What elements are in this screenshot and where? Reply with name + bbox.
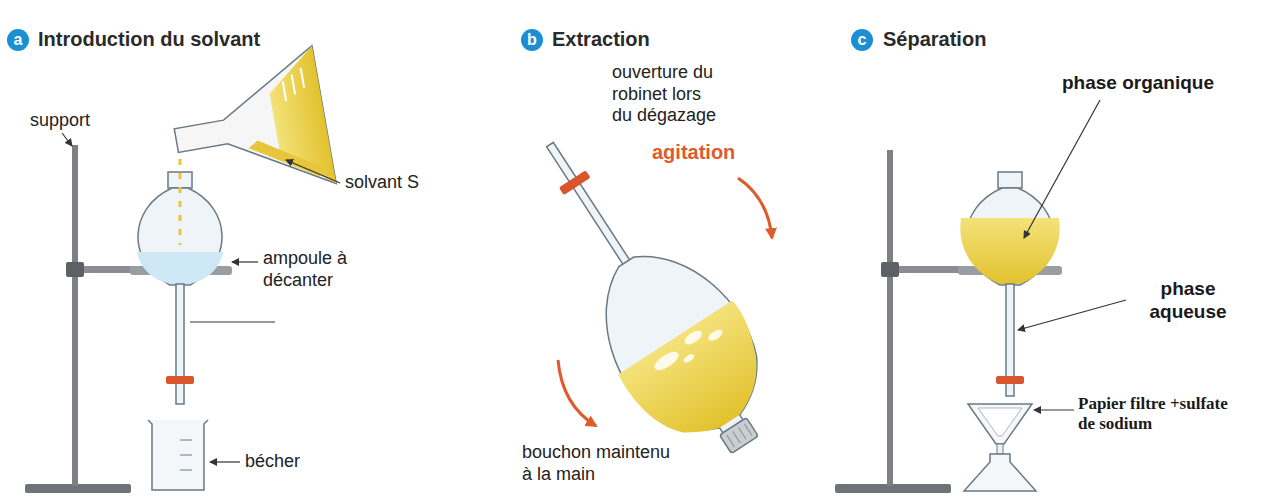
part-label: solvant S bbox=[345, 172, 475, 194]
panel-heading: Extraction bbox=[552, 27, 752, 51]
agitation-arrows bbox=[558, 178, 772, 426]
part-label: ouverture du robinet lors du dégazage bbox=[612, 62, 720, 127]
panel-badge: c bbox=[851, 29, 873, 51]
part-label: bouchon maintenu à la main bbox=[522, 442, 680, 485]
phase-label: phase organique bbox=[1062, 72, 1272, 95]
erlenmeyer-flask bbox=[164, 46, 336, 210]
beaker bbox=[148, 420, 208, 490]
part-label: ampoule à décanter bbox=[263, 248, 373, 291]
panel-badge: b bbox=[521, 29, 543, 51]
phase-label: phase aqueuse bbox=[1128, 278, 1248, 324]
separatory-funnel-b bbox=[492, 107, 803, 482]
separatory-funnel-a bbox=[137, 145, 223, 404]
panel-badge: a bbox=[7, 29, 29, 51]
part-label: bécher bbox=[245, 451, 335, 473]
filter-label: Papier filtre +sulfate de sodium bbox=[1078, 394, 1240, 435]
panel-letter: a bbox=[14, 32, 23, 48]
separatory-funnel-c bbox=[960, 172, 1059, 491]
leader-lines-a bbox=[62, 133, 340, 462]
part-label: support bbox=[30, 110, 120, 132]
panel-letter: c bbox=[858, 32, 867, 48]
stand-a bbox=[25, 145, 232, 493]
panel-letter: b bbox=[527, 32, 537, 48]
stand-c bbox=[835, 150, 1062, 493]
action-label: agitation bbox=[652, 140, 762, 164]
panel-heading: Introduction du solvant bbox=[38, 27, 358, 51]
panel-heading: Séparation bbox=[883, 27, 1083, 51]
leader-lines-c bbox=[1018, 100, 1126, 410]
